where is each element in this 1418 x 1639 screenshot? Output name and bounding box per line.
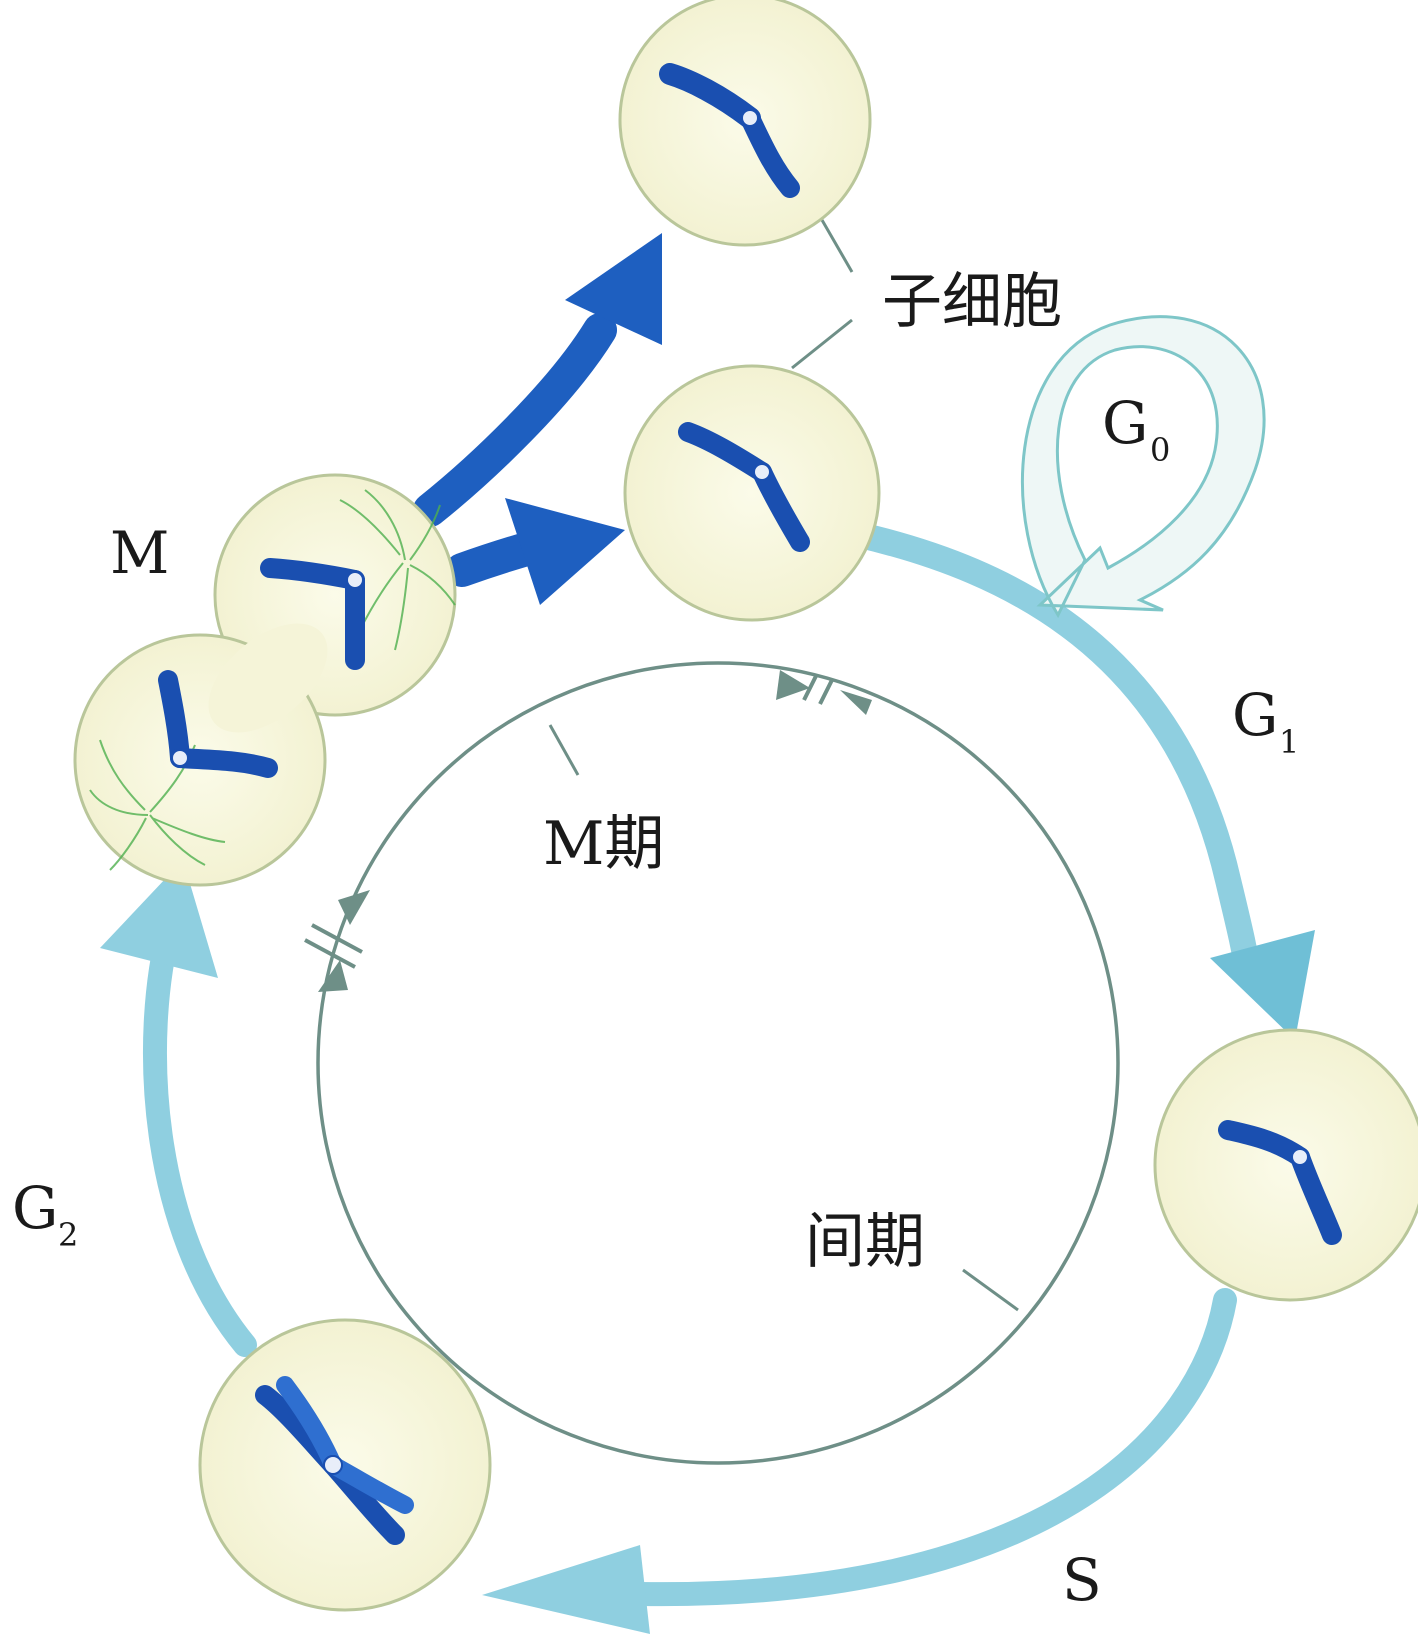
- chromosome: [659, 63, 800, 198]
- g1-label: G: [1232, 681, 1278, 749]
- left-arrowhead-lower: [318, 960, 348, 992]
- left-break-mark-2: [304, 938, 356, 969]
- g0-loop-shape: [1020, 315, 1266, 619]
- g2-arrow-shaft: [142, 913, 257, 1357]
- g2-label: G: [12, 1174, 58, 1242]
- g1-subscript: 1: [1279, 723, 1299, 761]
- cell-right: [1153, 1028, 1418, 1302]
- division-arrow-lower-head: [505, 498, 625, 605]
- g0-label: G: [1102, 389, 1148, 457]
- interphase-label: 间期: [805, 1207, 925, 1277]
- left-break-mark-1: [311, 923, 363, 954]
- daughter-cell-top: [618, 0, 872, 247]
- daughter-cell-bottom: [623, 364, 881, 622]
- inner-cycle: [304, 661, 1120, 1465]
- top-arrowhead-right: [840, 690, 872, 715]
- division-arrow-upper-shaft: [413, 313, 617, 527]
- chromosome-lower: [158, 670, 278, 778]
- s-arrow-shaft: [628, 1288, 1237, 1607]
- m-phase-label: M期: [543, 809, 664, 879]
- division-arrow-upper-head: [565, 233, 662, 345]
- spindle-fibers-lower: [89, 739, 226, 871]
- chromosome-upper: [260, 558, 366, 670]
- top-arrowhead-left: [776, 670, 810, 700]
- g1-arrow-shaft: [847, 522, 1261, 988]
- g0-subscript: 0: [1150, 431, 1170, 469]
- m-phase-pointer: [548, 724, 580, 776]
- g1-arrow-head: [1210, 930, 1315, 1040]
- s-arrow-head: [482, 1545, 650, 1634]
- daughter-cells-label: 子细胞: [882, 267, 1062, 337]
- division-arrows: [413, 233, 662, 605]
- g0-loop: [1020, 315, 1266, 619]
- left-arrowhead-upper: [338, 890, 370, 925]
- chromosome: [1218, 1120, 1342, 1245]
- interphase-pointer: [962, 1268, 1019, 1312]
- g2-arrow-head: [100, 860, 218, 978]
- outer-cycle-arrows: [100, 522, 1315, 1634]
- daughter-pointer-upper: [820, 219, 854, 273]
- inner-cycle-circle: [316, 661, 1120, 1465]
- m-label: M: [110, 519, 169, 587]
- replicated-chromosome: [255, 1376, 414, 1545]
- chromosome: [678, 422, 810, 552]
- dividing-cell: [73, 473, 457, 887]
- s-label: S: [1062, 1546, 1102, 1614]
- top-break-mark-2: [818, 679, 834, 705]
- g2-subscript: 2: [58, 1216, 78, 1254]
- cell-bottom-left: [198, 1318, 492, 1612]
- daughter-pointer-lower: [791, 318, 853, 370]
